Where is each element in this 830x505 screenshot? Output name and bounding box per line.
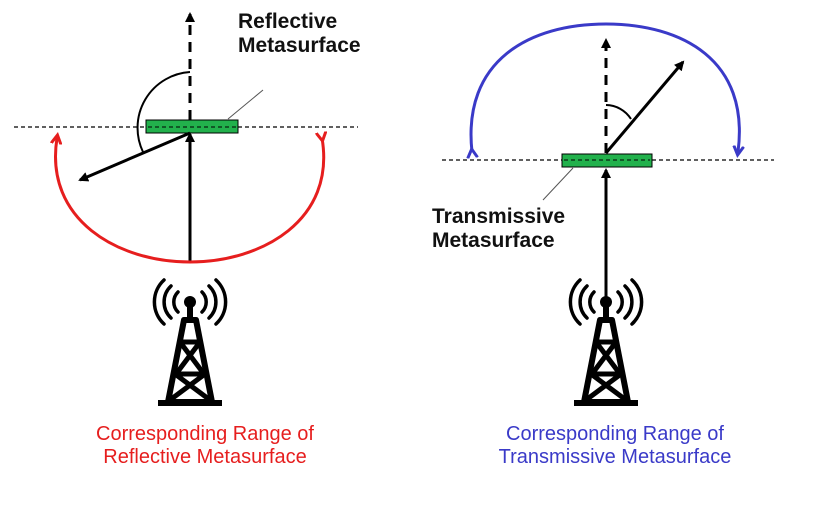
reflective-range-caption: Corresponding Range of Reflective Metasu… <box>40 423 370 469</box>
reflective-label-line2: Metasurface <box>238 34 361 58</box>
reflective-angle-arc <box>136 71 191 153</box>
transmissive-panel <box>442 22 774 406</box>
reflective-panel <box>14 12 358 406</box>
reflective-metasurface-label: Reflective Metasurface <box>238 10 361 58</box>
left-caption-line1: Corresponding Range of <box>96 423 314 445</box>
right-tower-icon <box>570 280 641 406</box>
transmissive-range-arc <box>471 22 739 152</box>
transmissive-label-line1: Transmissive <box>432 205 566 228</box>
transmissive-transmitted-arrow <box>604 60 685 154</box>
transmissive-label-leader <box>542 167 574 201</box>
left-tower-icon <box>154 280 225 406</box>
transmissive-metasurface-label: Transmissive Metasurface <box>432 205 565 253</box>
transmissive-angle-arc <box>605 104 632 120</box>
right-caption-line2: Transmissive Metasurface <box>498 446 732 468</box>
reflective-reflected-arrow <box>78 131 191 182</box>
reflective-label-line1: Reflective <box>238 10 338 33</box>
reflective-label-leader <box>227 89 264 120</box>
transmissive-range-caption: Corresponding Range of Transmissive Meta… <box>450 423 780 469</box>
reflective-range-arc <box>56 138 324 264</box>
right-caption-line1: Corresponding Range of <box>506 423 724 445</box>
left-caption-line2: Reflective Metasurface <box>103 446 307 468</box>
transmissive-label-line2: Metasurface <box>432 229 555 253</box>
